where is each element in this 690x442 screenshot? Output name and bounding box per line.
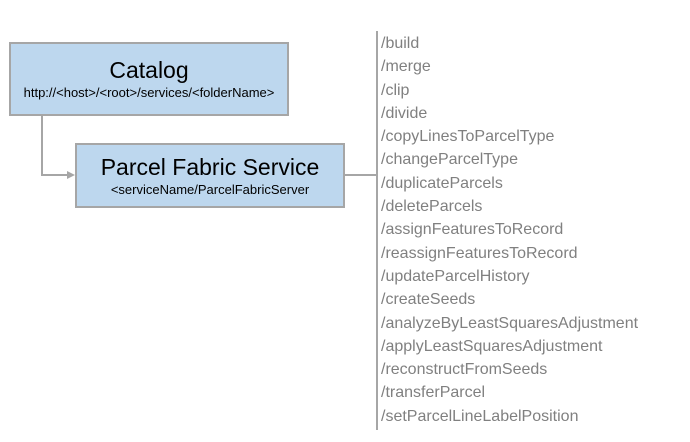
- endpoint-item: /build: [381, 35, 420, 52]
- parcel-fabric-service-node: Parcel Fabric Service <serviceName/Parce…: [75, 143, 345, 208]
- endpoint-item: /merge: [381, 58, 431, 76]
- endpoint-item: /applyLeastSquaresAdjustment: [381, 337, 603, 355]
- catalog-to-service-connector-vertical: [41, 116, 43, 176]
- endpoint-item: /changeParcelType: [381, 151, 518, 169]
- endpoint-list: /build/merge/clip/divide/copyLinesToParc…: [381, 32, 686, 428]
- endpoint-item: /transferParcel: [381, 384, 486, 402]
- service-to-endpoints-connector: [345, 174, 376, 176]
- endpoint-item: /updateParcelHistory: [381, 267, 530, 285]
- catalog-node-title: Catalog: [109, 57, 189, 83]
- catalog-node-url: http://<host>/<root>/services/<folderNam…: [23, 85, 275, 100]
- service-node-title: Parcel Fabric Service: [100, 153, 320, 180]
- endpoint-item: /duplicateParcels: [381, 174, 503, 192]
- arrowhead-icon: [67, 171, 75, 179]
- endpoint-item: /reassignFeaturesToRecord: [381, 244, 578, 262]
- service-node-url: <serviceName/ParcelFabricServer: [110, 181, 310, 197]
- endpoint-item: /reconstructFromSeeds: [381, 361, 548, 379]
- catalog-node: Catalog http://<host>/<root>/services/<f…: [9, 42, 289, 116]
- endpoint-item: /copyLinesToParcelType: [381, 128, 555, 146]
- endpoint-item: /createSeeds: [381, 291, 476, 309]
- endpoint-item: /assignFeaturesToRecord: [381, 221, 564, 239]
- catalog-to-service-connector-horizontal: [41, 174, 68, 176]
- endpoints-separator-line: [376, 31, 378, 430]
- endpoint-item: /divide: [381, 104, 428, 122]
- endpoint-item: /deleteParcels: [381, 198, 483, 216]
- endpoint-item: /clip: [381, 81, 410, 99]
- endpoint-item: /analyzeByLeastSquaresAdjustment: [381, 314, 639, 332]
- endpoint-item: /setParcelLineLabelPosition: [381, 407, 579, 425]
